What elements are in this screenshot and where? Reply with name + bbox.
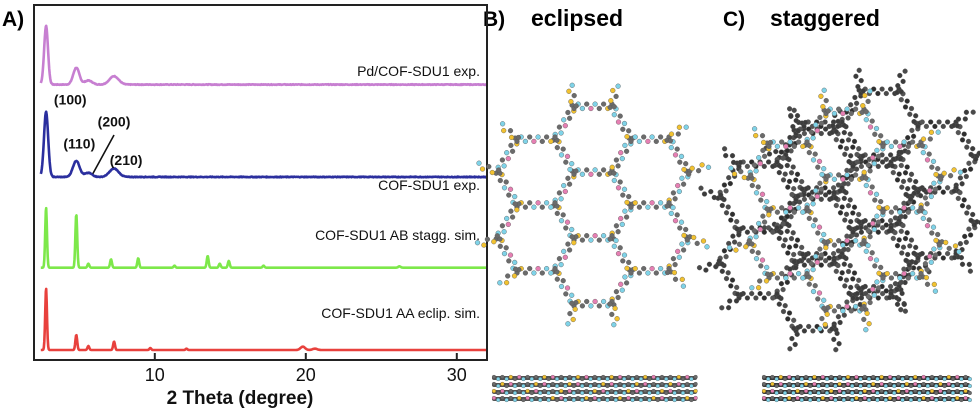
eclipsed-structure [474, 82, 712, 403]
panel-b-title: eclipsed [531, 5, 623, 31]
peak-annotation: (210) [110, 152, 143, 168]
series-label: COF-SDU1 AA eclip. sim. [321, 305, 480, 321]
peak-leader-line [92, 134, 115, 174]
series-label: COF-SDU1 exp. [378, 177, 480, 193]
x-tick-label: 30 [447, 365, 467, 385]
series-label: COF-SDU1 AB stagg. sim. [315, 227, 480, 243]
panel-c-letter: C) [723, 8, 745, 31]
eclipsed-hex-net [474, 82, 712, 328]
x-axis-label: 2 Theta (degree) [167, 388, 314, 409]
plot-frame [33, 4, 488, 361]
series-layer [39, 24, 488, 352]
x-tick-label: 20 [296, 365, 316, 385]
peak-annotation: (100) [54, 92, 87, 108]
xrd-chart: Pd/COF-SDU1 exp. COF-SDU1 exp. COF-SDU1 AB… [33, 4, 488, 409]
panel-c-title: staggered [770, 5, 880, 31]
eclipsed-layer-stack [491, 374, 698, 403]
peak-annotation: (200) [98, 114, 131, 130]
panel-b-letter: B) [483, 8, 505, 31]
eclipsed-side-view [491, 374, 698, 403]
series-line [39, 24, 488, 87]
panel-a-letter: A) [2, 8, 24, 31]
x-tick-layer: 10 20 30 [145, 353, 467, 385]
series-line [39, 206, 488, 270]
series-label-layer: Pd/COF-SDU1 exp. COF-SDU1 exp. COF-SDU1 AB… [315, 63, 480, 321]
annotation-layer: (100) (110)(200) (210) [54, 92, 143, 174]
peak-annotation: (110) [63, 135, 95, 151]
staggered-front-net [726, 87, 964, 333]
staggered-layer-stack [761, 374, 972, 403]
staggered-framework-front [726, 87, 964, 333]
x-tick-label: 10 [145, 365, 165, 385]
staggered-structure [696, 67, 980, 403]
series-line [39, 110, 488, 179]
staggered-back-net-2 [696, 107, 934, 353]
series-label: Pd/COF-SDU1 exp. [357, 63, 480, 79]
series-line [39, 287, 488, 352]
eclipsed-framework [474, 82, 712, 328]
staggered-side-view [761, 374, 972, 403]
